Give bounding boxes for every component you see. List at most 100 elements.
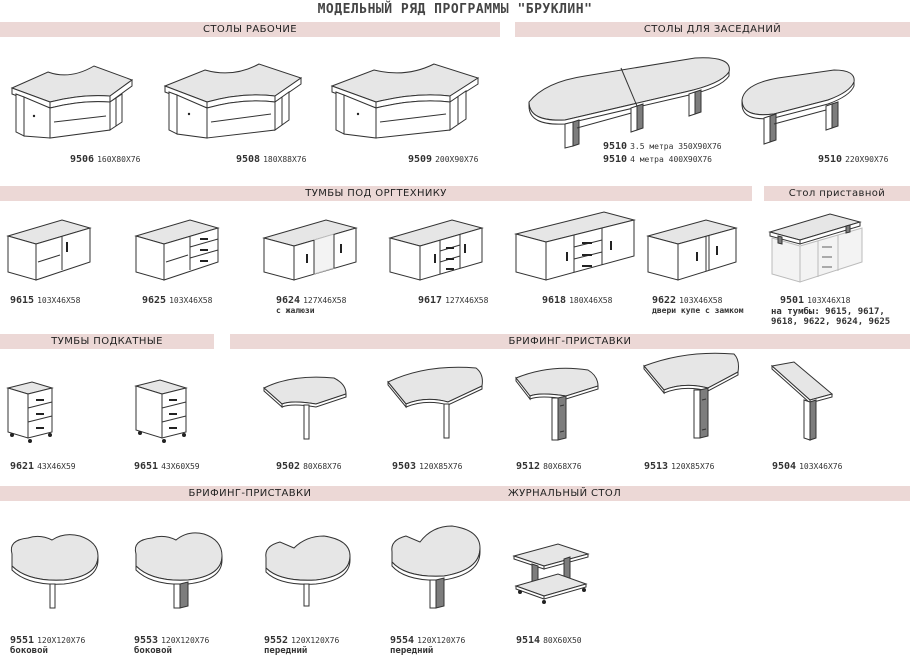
caption-9501-note: на тумбы: 9615, 9617,9618, 9622, 9624, 9… — [771, 307, 890, 327]
item-code: 9624 — [276, 295, 301, 306]
item-size: 43Х46Х59 — [37, 462, 76, 471]
section-mobile-pedestals: ТУМБЫ ПОДКАТНЫЕ — [0, 334, 214, 349]
section-briefing-1: БРИФИНГ-ПРИСТАВКИ — [230, 334, 910, 349]
briefing-9554-drawing — [386, 518, 486, 612]
item-size: 127Х46Х58 — [445, 296, 489, 305]
conference-table-9510-short-drawing — [738, 56, 858, 148]
item-note: боковой — [10, 646, 48, 656]
item-size: 160Х80Х76 — [97, 155, 141, 164]
item-size: 120Х120Х76 — [417, 636, 466, 645]
item-size: 43Х60Х59 — [161, 462, 200, 471]
item-note: боковой — [134, 646, 172, 656]
item-note: передний — [390, 646, 434, 656]
item-code: 9625 — [142, 295, 167, 306]
item-code: 9617 — [418, 295, 443, 306]
briefing-9552-drawing — [260, 528, 356, 610]
item-size: 103Х46Х76 — [799, 462, 843, 471]
item-size: 103Х46Х58 — [679, 296, 723, 305]
item-size: 80Х60Х50 — [543, 636, 582, 645]
item-code: 9501 — [780, 295, 805, 306]
item-note: с жалюзи — [276, 306, 315, 315]
item-size: 103Х46Х58 — [169, 296, 213, 305]
item-size: 103Х46Х58 — [37, 296, 81, 305]
item-size: 120Х85Х76 — [419, 462, 463, 471]
item-size: 120Х85Х76 — [671, 462, 715, 471]
item-size: 103Х46Х18 — [807, 296, 851, 305]
item-code: 9506 — [70, 154, 95, 165]
item-code: 9509 — [408, 154, 433, 165]
item-size: 3.5 метра 350Х90Х76 — [630, 142, 722, 151]
briefing-9504-drawing — [770, 360, 840, 442]
cabinet-9624-drawing — [262, 210, 358, 282]
item-note: двери купе с замком — [652, 306, 744, 315]
briefing-9551-drawing — [6, 526, 102, 612]
item-code: 9651 — [134, 461, 159, 472]
item-size: 220Х90Х76 — [845, 155, 889, 164]
section-coffee-table: ЖУРНАЛЬНЫЙ СТОЛ — [500, 486, 910, 501]
briefing-9503-drawing — [386, 360, 486, 442]
item-code: 9504 — [772, 461, 797, 472]
item-code: 9510 — [818, 154, 843, 165]
item-note: на тумбы: 9615, 9617, — [771, 307, 885, 317]
item-code: 9510 — [603, 141, 628, 152]
item-code: 9512 — [516, 461, 541, 472]
item-code: 9551 — [10, 635, 35, 646]
item-code: 9615 — [10, 295, 35, 306]
item-size: 127Х46Х58 — [303, 296, 347, 305]
pedestal-9651-drawing — [134, 374, 190, 446]
page-title: МОДЕЛЬНЫЙ РЯД ПРОГРАММЫ "БРУКЛИН" — [317, 2, 593, 17]
section-conference: СТОЛЫ ДЛЯ ЗАСЕДАНИЙ — [515, 22, 910, 37]
coffee-table-9514-drawing — [512, 542, 592, 608]
desk-9508-drawing — [163, 50, 303, 145]
item-size: 80Х68Х76 — [303, 462, 342, 471]
side-table-9501-drawing — [766, 204, 866, 286]
item-size: 4 метра 400Х90Х76 — [630, 155, 712, 164]
item-size: 120Х120Х76 — [161, 636, 210, 645]
desk-9509-drawing — [330, 50, 480, 145]
conference-table-9510-long-drawing — [525, 42, 735, 152]
item-size: 180Х46Х58 — [569, 296, 613, 305]
item-code: 9618 — [542, 295, 567, 306]
briefing-9512-drawing — [514, 362, 604, 442]
item-size: 120Х120Х76 — [291, 636, 340, 645]
section-office-cabinets: ТУМБЫ ПОД ОРГТЕХНИКУ — [0, 186, 752, 201]
item-note: передний — [264, 646, 308, 656]
item-note: 9618, 9622, 9624, 9625 — [771, 317, 891, 327]
item-code: 9553 — [134, 635, 159, 646]
cabinet-9622-drawing — [646, 210, 738, 282]
briefing-9513-drawing — [642, 348, 742, 440]
item-code: 9552 — [264, 635, 289, 646]
item-code: 9502 — [276, 461, 301, 472]
section-side-table: Стол приставной — [764, 186, 910, 201]
item-code: 9513 — [644, 461, 669, 472]
section-desks: СТОЛЫ РАБОЧИЕ — [0, 22, 500, 37]
briefing-9502-drawing — [262, 370, 352, 442]
cabinet-9617-drawing — [388, 210, 484, 282]
item-code: 9621 — [10, 461, 35, 472]
item-code: 9503 — [392, 461, 417, 472]
item-code: 9510 — [603, 154, 628, 165]
